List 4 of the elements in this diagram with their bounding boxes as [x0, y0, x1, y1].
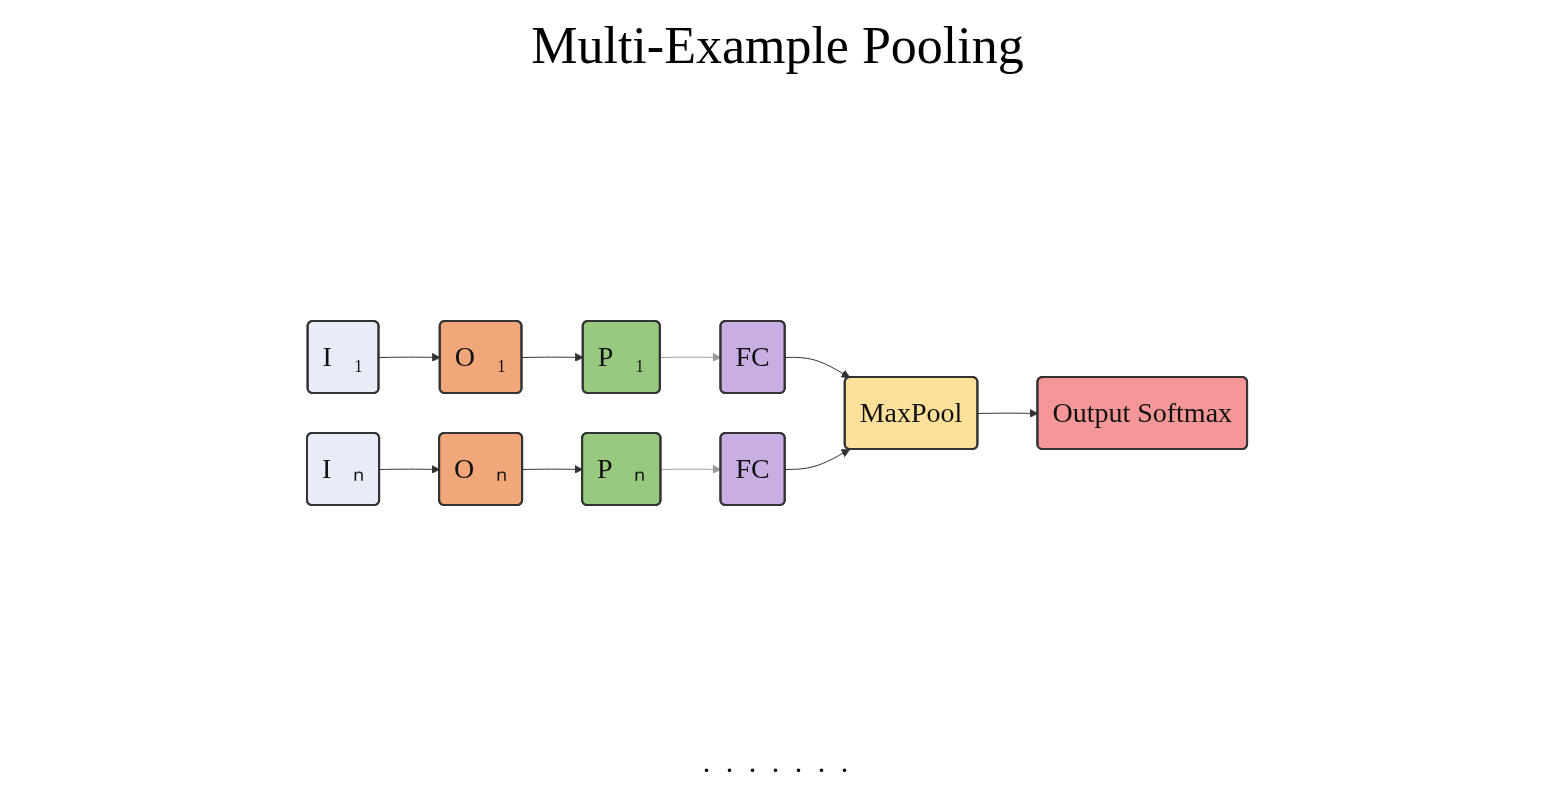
arrow: [785, 449, 851, 470]
diagram-title: Multi-Example Pooling: [531, 16, 1024, 75]
ellipsis-dots: . . . . . . .: [702, 745, 853, 779]
arrow: [785, 356, 851, 378]
